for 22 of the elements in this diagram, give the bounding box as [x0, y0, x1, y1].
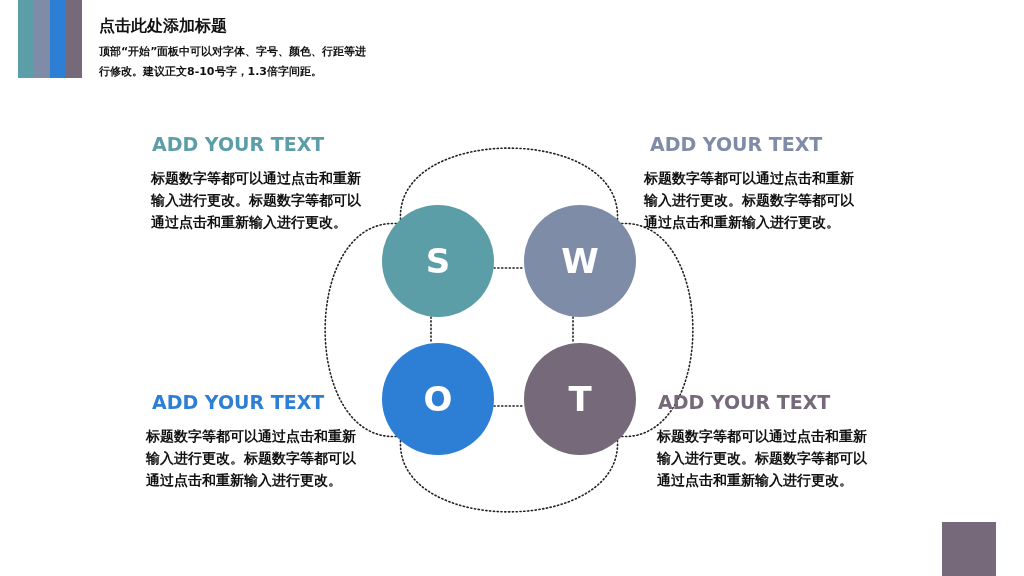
section-heading: ADD YOUR TEXT: [650, 133, 823, 155]
section-heading: ADD YOUR TEXT: [658, 391, 831, 413]
body-text: 标题数字等都可以通过点击和重新输入进行更改。标题数字等都可以通过点击和重新输入进行更改。: [657, 427, 868, 490]
title: 点击此处添加标题: [99, 16, 227, 37]
body-text: 标题数字等都可以通过点击和重新输入进行更改。标题数字等都可以通过点击和重新输入进行更改。: [151, 169, 362, 232]
dotted-connector: [430, 316, 432, 344]
letter-circle: W: [524, 205, 636, 317]
letter-circle: O: [382, 343, 494, 455]
dotted-connector: [493, 405, 525, 407]
dotted-connector: [572, 316, 574, 344]
letter-circle: S: [382, 205, 494, 317]
dotted-connector: [620, 222, 694, 438]
dotted-connector: [493, 267, 525, 269]
dotted-connector: [324, 222, 398, 438]
body-text: 标题数字等都可以通过点击和重新输入进行更改。标题数字等都可以通过点击和重新输入进行更改。: [644, 169, 855, 232]
body-text: 标题数字等都可以通过点击和重新输入进行更改。标题数字等都可以通过点击和重新输入进行更改。: [146, 427, 357, 490]
dotted-connector: [399, 147, 619, 221]
letter-circle: T: [524, 343, 636, 455]
subtitle: 顶部“开始”面板中可以对字体、字号、颜色、行距等进行修改。建议正文8-10号字，1.3倍字间距。: [99, 44, 368, 80]
section-heading: ADD YOUR TEXT: [152, 391, 325, 413]
section-heading: ADD YOUR TEXT: [152, 133, 325, 155]
dotted-connector: [399, 439, 619, 513]
